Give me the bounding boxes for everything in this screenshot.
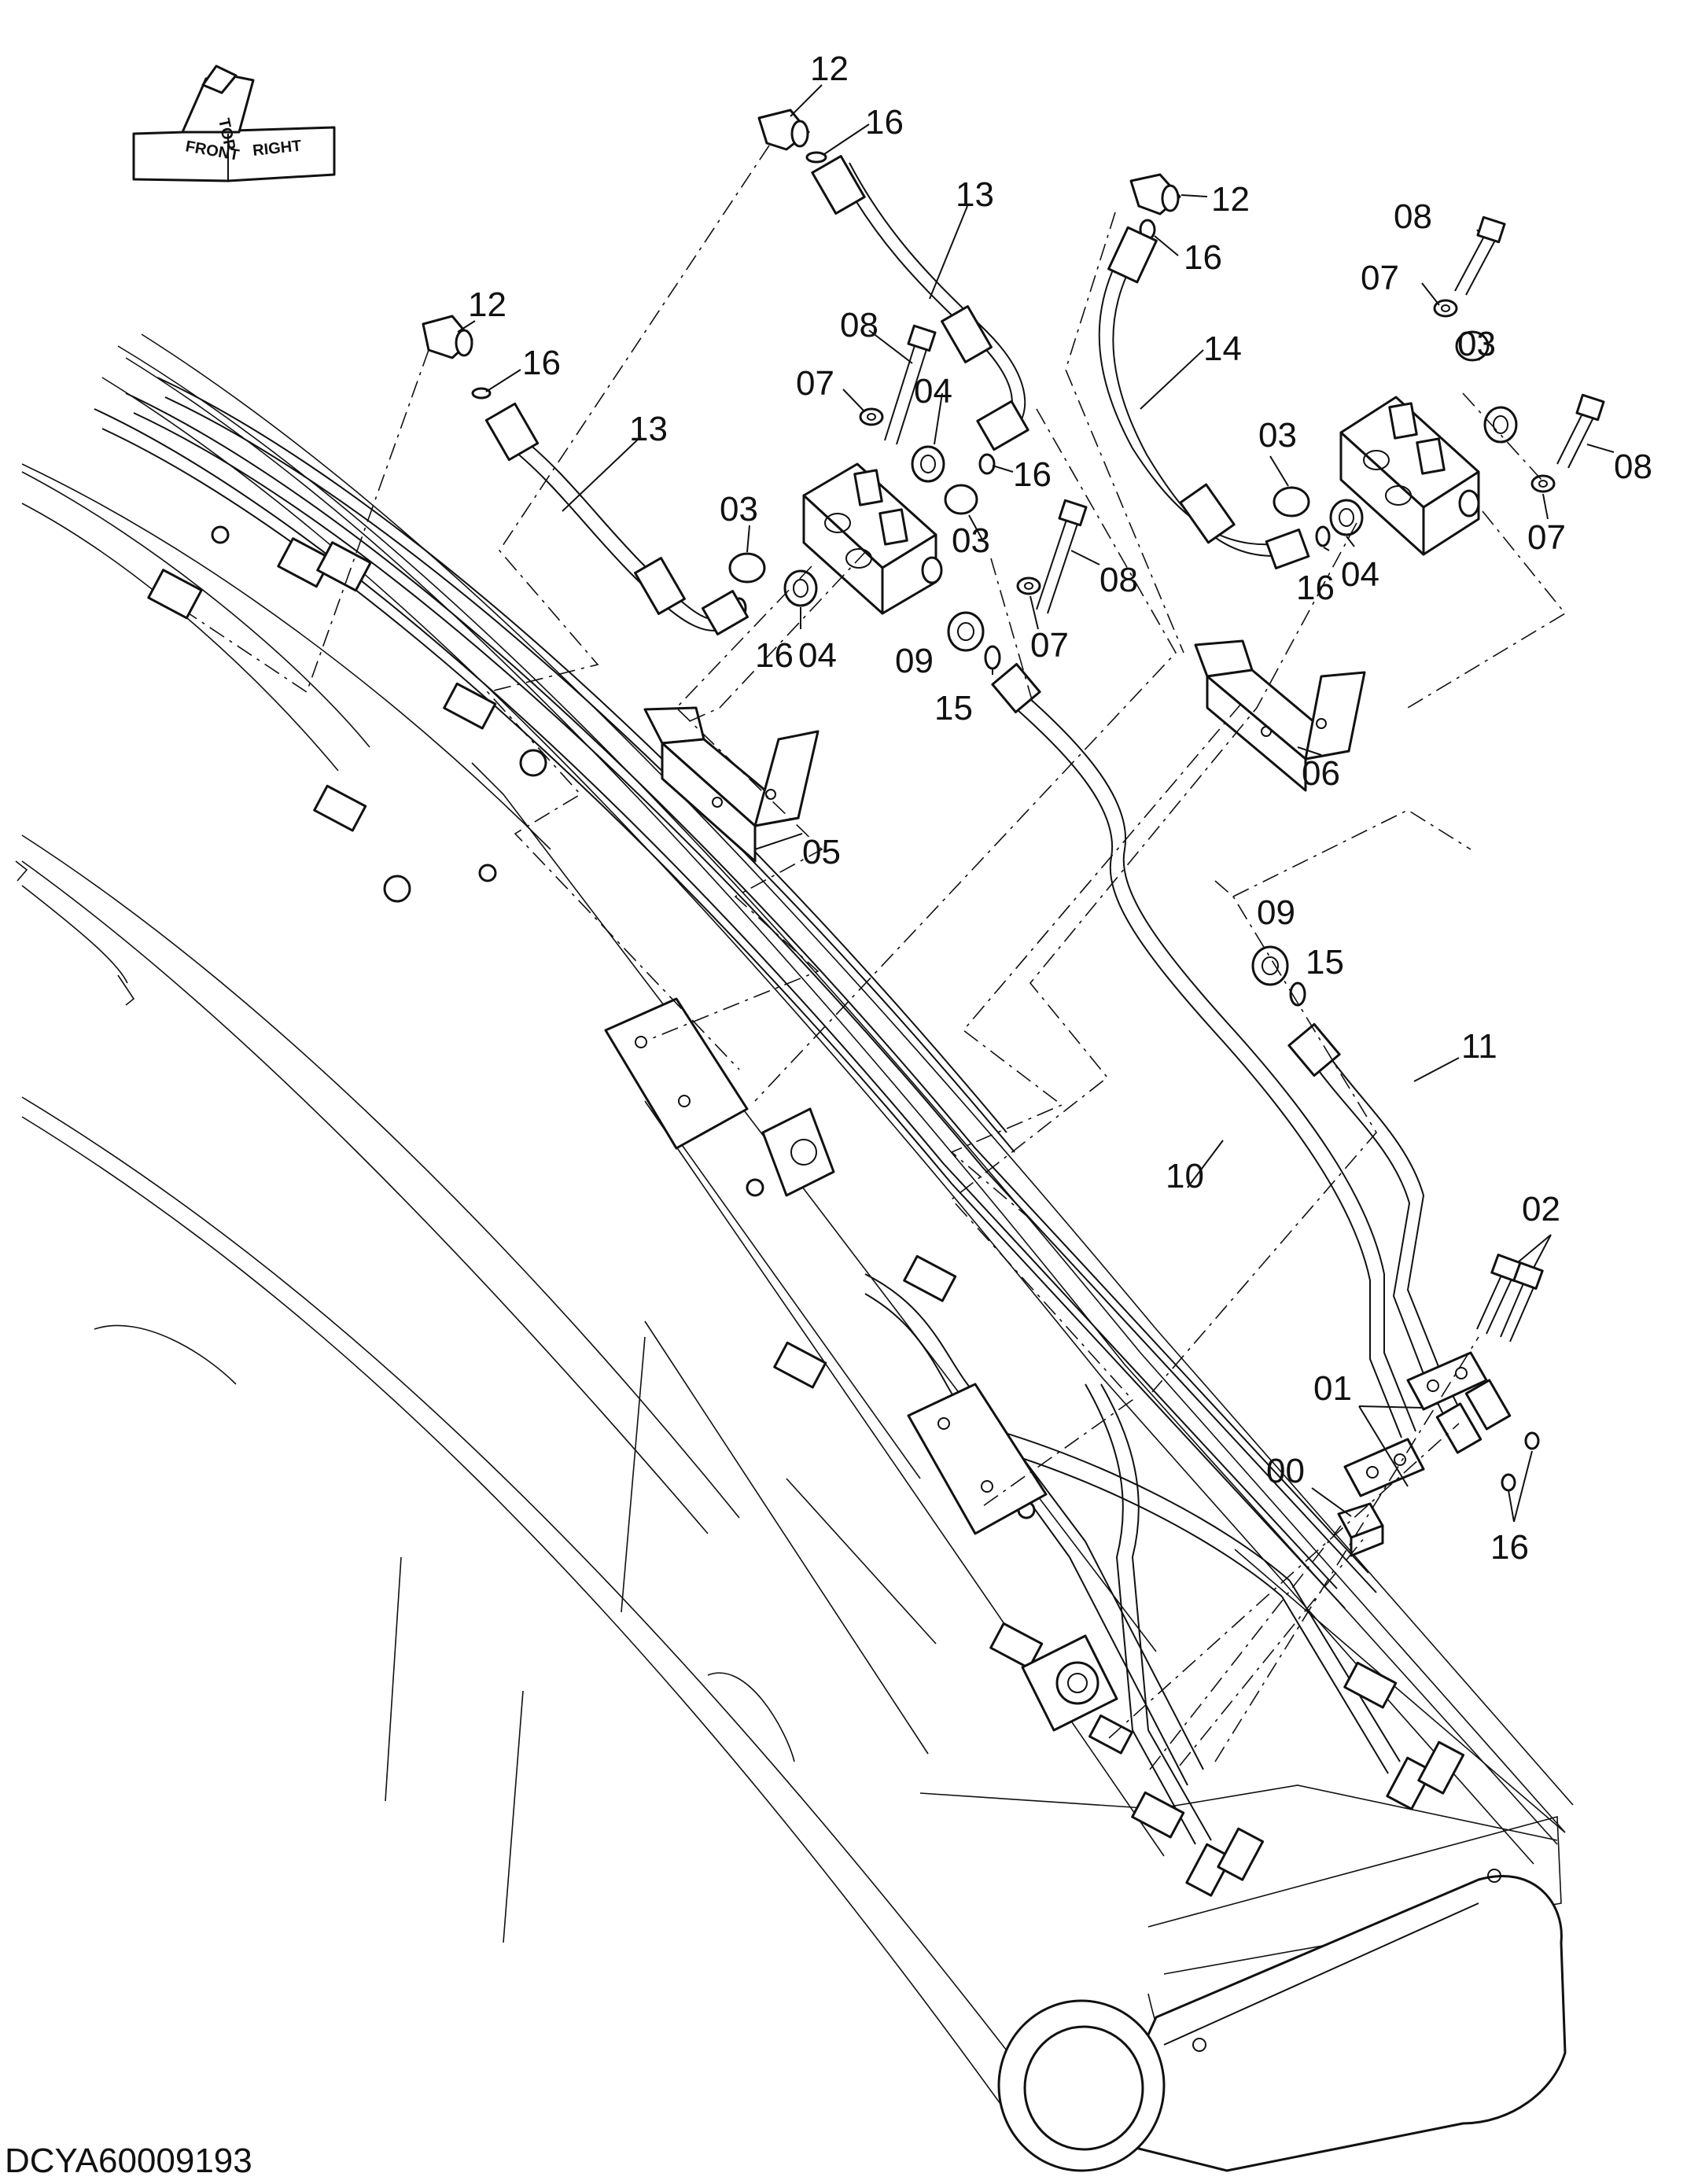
pipe-11 bbox=[1287, 1022, 1512, 1454]
orientation-compass: FRONT TOP RIGHT bbox=[132, 64, 336, 182]
callout-label: 16 bbox=[1184, 238, 1222, 277]
callout-label: 12 bbox=[468, 285, 506, 324]
bracket-05 bbox=[643, 706, 820, 863]
valve-block-left bbox=[802, 462, 943, 615]
boom-outline bbox=[15, 333, 1574, 2124]
callout-label: 08 bbox=[840, 306, 878, 344]
callout-label: 13 bbox=[629, 410, 668, 448]
callout-label: 13 bbox=[956, 175, 994, 214]
callout-label: 16 bbox=[865, 103, 904, 142]
callout-leaders bbox=[457, 84, 1615, 1523]
callout-label: 12 bbox=[810, 50, 849, 88]
bolts-02 bbox=[1476, 1254, 1544, 1342]
elbow-fitting-12-left bbox=[422, 315, 473, 359]
bracket-06 bbox=[1194, 639, 1366, 792]
boom-pipe-bundle bbox=[94, 377, 1401, 1845]
boom-tee-block bbox=[761, 1107, 835, 1197]
callout-label: 05 bbox=[802, 833, 841, 871]
callout-label: 15 bbox=[1306, 943, 1344, 982]
callout-label: 12 bbox=[1211, 180, 1250, 219]
o-rings-15 bbox=[984, 645, 1306, 1007]
plugs-03 bbox=[728, 330, 1490, 584]
boom-foot bbox=[997, 1869, 1567, 2172]
callout-label: 16 bbox=[1296, 569, 1335, 607]
callout-label: 04 bbox=[914, 372, 952, 411]
callout-label: 09 bbox=[1257, 893, 1295, 932]
callout-label: 14 bbox=[1203, 330, 1242, 368]
hose-13-upper bbox=[811, 155, 1029, 451]
drawing-code: DCYA60009193 bbox=[5, 2142, 252, 2180]
hose-14 bbox=[1098, 226, 1310, 569]
callout-label: 10 bbox=[1166, 1157, 1204, 1195]
callout-label: 08 bbox=[1099, 561, 1138, 599]
boom-clamps bbox=[147, 525, 1398, 1839]
bolts-08 bbox=[884, 215, 1605, 614]
callout-label: 07 bbox=[796, 364, 834, 403]
callout-label: 08 bbox=[1394, 197, 1432, 236]
boom-mounted-brackets bbox=[604, 997, 1048, 1535]
callout-label: 08 bbox=[1614, 447, 1652, 486]
callout-label: 07 bbox=[1030, 626, 1069, 665]
callout-label: 16 bbox=[755, 636, 794, 675]
adapters-09 bbox=[947, 611, 1289, 986]
valve-block-right bbox=[1339, 396, 1480, 556]
callout-label: 06 bbox=[1302, 754, 1340, 793]
elbow-fitting-12-top bbox=[757, 109, 810, 151]
hose-13-left bbox=[484, 402, 750, 635]
pipe-10 bbox=[991, 663, 1416, 1438]
callout-label: 01 bbox=[1313, 1369, 1352, 1408]
clamps-01 bbox=[1343, 1351, 1488, 1497]
callout-label: 16 bbox=[1490, 1528, 1529, 1567]
callout-label: 03 bbox=[1258, 416, 1297, 455]
callout-label: 03 bbox=[720, 490, 758, 529]
callout-label: 02 bbox=[1522, 1190, 1560, 1228]
callout-label: 16 bbox=[522, 344, 561, 382]
callout-label: 16 bbox=[1013, 455, 1052, 494]
callout-label: 03 bbox=[952, 521, 990, 560]
washers-07 bbox=[859, 299, 1556, 595]
callout-label: 04 bbox=[798, 636, 837, 675]
elbow-fitting-12-right bbox=[1129, 173, 1181, 215]
callout-label: 15 bbox=[934, 689, 973, 727]
callout-label: 04 bbox=[1341, 555, 1379, 594]
callout-label: 00 bbox=[1266, 1452, 1305, 1490]
callout-labels: 12 16 13 12 16 08 07 12 16 13 14 08 07 0… bbox=[468, 50, 1652, 1567]
callout-label: 07 bbox=[1361, 259, 1399, 297]
callout-label: 07 bbox=[1527, 518, 1566, 557]
callout-label: 11 bbox=[1461, 1027, 1497, 1066]
clamp-base-00 bbox=[1337, 1502, 1384, 1557]
boom-lower-valve bbox=[1021, 1634, 1465, 1897]
callout-label: 09 bbox=[895, 642, 934, 680]
phantom-installation-lines bbox=[188, 145, 1567, 1770]
callout-label: 03 bbox=[1457, 325, 1496, 363]
